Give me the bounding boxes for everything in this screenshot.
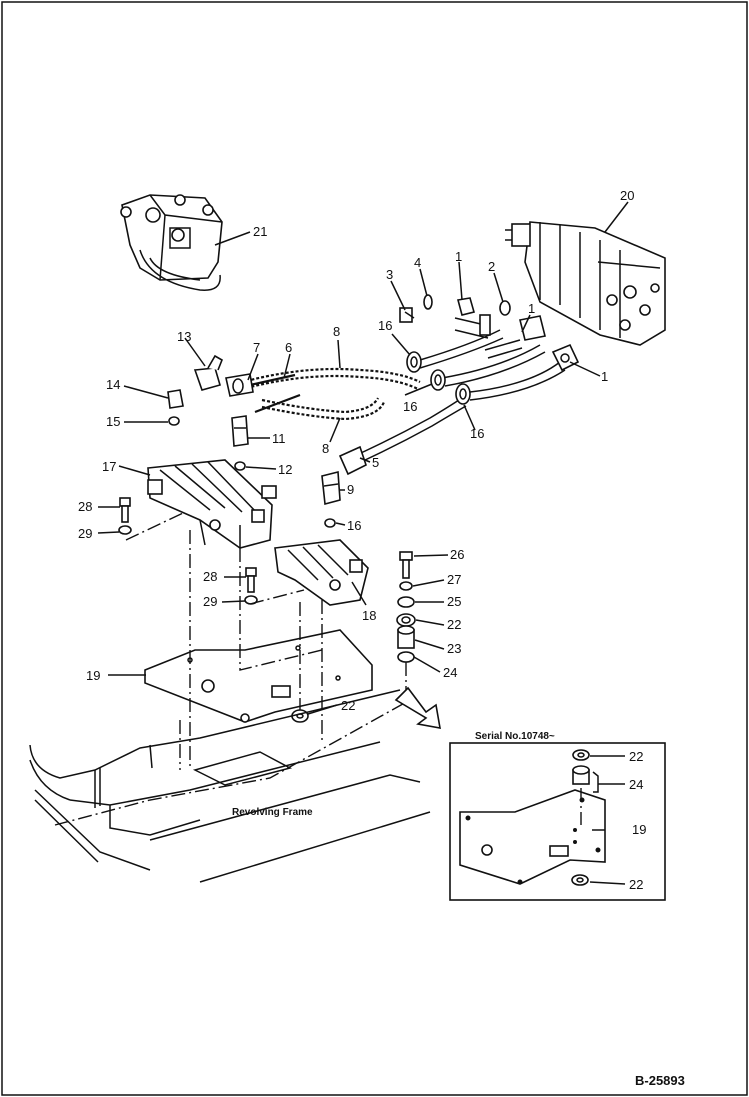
- fitting-5: [338, 445, 367, 476]
- callout-21: 21: [253, 224, 267, 239]
- callout-16b: 16: [403, 399, 417, 414]
- callout-13: 13: [177, 329, 191, 344]
- callout-8a: 8: [333, 324, 340, 339]
- hose-8-upper: [231, 367, 421, 387]
- callout-28a: 28: [78, 499, 92, 514]
- mount-22: [396, 613, 416, 627]
- callout-1c: 1: [601, 369, 608, 384]
- callout-22a: 22: [447, 617, 461, 632]
- alignment-lines: [54, 512, 411, 826]
- pipe-upper: [419, 329, 501, 361]
- oring-15: [168, 416, 180, 426]
- bolt-26: [399, 551, 413, 579]
- ring-16c: [455, 383, 471, 405]
- elbow-14: [167, 389, 184, 409]
- callout-16a: 16: [378, 318, 392, 333]
- callout-24a: 24: [443, 665, 457, 680]
- revolving-frame: [29, 689, 431, 883]
- spacer-23: [397, 625, 415, 649]
- callout-9: 9: [347, 482, 354, 497]
- part-18-valve: [274, 539, 369, 606]
- callout-1b: 1: [528, 301, 535, 316]
- washer-24: [397, 651, 415, 663]
- callout-24b: 24: [629, 777, 643, 792]
- callout-7: 7: [253, 340, 260, 355]
- callout-29b: 29: [203, 594, 217, 609]
- oring-10: [324, 518, 336, 528]
- callout-2: 2: [488, 259, 495, 274]
- pipe-lower: [469, 361, 561, 393]
- bolt-3: [399, 307, 415, 323]
- callout-3: 3: [386, 267, 393, 282]
- callout-12: 12: [278, 462, 292, 477]
- inset-title: Serial No.10748~: [475, 731, 555, 742]
- clamp-1a: [454, 297, 491, 339]
- callout-25: 25: [447, 594, 461, 609]
- callout-10: 16: [347, 518, 361, 533]
- hose-8-lower: [261, 397, 379, 414]
- oring-12: [234, 461, 246, 471]
- inset-detail: [449, 742, 666, 901]
- washer-27: [399, 581, 413, 591]
- washer-25: [397, 596, 415, 608]
- ring-16a: [406, 351, 422, 373]
- callout-23: 23: [447, 641, 461, 656]
- fitting-7: [225, 373, 254, 397]
- part-19-plate: [144, 629, 373, 723]
- callout-22d: 22: [629, 877, 643, 892]
- callouts: 3 4 1 2 1 1 16 16 16 8 8 6 7 13 14 15 11…: [78, 249, 646, 892]
- callout-6: 6: [285, 340, 292, 355]
- tube-6: [249, 373, 296, 387]
- oring-2: [499, 300, 511, 316]
- callout-14: 14: [106, 377, 120, 392]
- part-20-pump: [505, 221, 666, 346]
- callout-19b: 19: [632, 822, 646, 837]
- bolt-28b: [245, 567, 257, 593]
- clamp-1b: [484, 315, 546, 359]
- frame-label: Revolving Frame: [232, 807, 313, 818]
- callout-20: 20: [620, 188, 634, 203]
- callout-1a: 1: [455, 249, 462, 264]
- callout-16c: 16: [470, 426, 484, 441]
- callout-5: 5: [372, 455, 379, 470]
- callout-17: 17: [102, 459, 116, 474]
- bolt-28a: [119, 497, 131, 523]
- callout-22b: 22: [341, 698, 355, 713]
- part-17-valve: [147, 459, 277, 549]
- callout-22c: 22: [629, 749, 643, 764]
- detail-arrow: [394, 686, 441, 729]
- callout-19a: 19: [86, 668, 100, 683]
- ring-16b: [430, 369, 446, 391]
- callout-27: 27: [447, 572, 461, 587]
- leader-20: [604, 201, 629, 233]
- callout-4: 4: [414, 255, 421, 270]
- fitting-9: [321, 470, 341, 506]
- callout-18: 18: [362, 608, 376, 623]
- callout-28b: 28: [203, 569, 217, 584]
- washer-4: [423, 294, 433, 310]
- reference-code: B-25893: [635, 1073, 685, 1088]
- leader-lines: [97, 261, 626, 885]
- pipe-5: [349, 397, 463, 459]
- washer-29a: [118, 525, 132, 535]
- clamp-1c: [551, 343, 580, 372]
- leader-21: [214, 231, 251, 246]
- pipe-middle: [441, 344, 541, 379]
- callout-15: 15: [106, 414, 120, 429]
- part-21-housing: [120, 194, 223, 291]
- callout-29a: 29: [78, 526, 92, 541]
- callout-26: 26: [450, 547, 464, 562]
- fitting-11: [231, 415, 249, 447]
- callout-8b: 8: [322, 441, 329, 456]
- callout-11: 11: [272, 431, 286, 446]
- elbow-13: [193, 354, 224, 391]
